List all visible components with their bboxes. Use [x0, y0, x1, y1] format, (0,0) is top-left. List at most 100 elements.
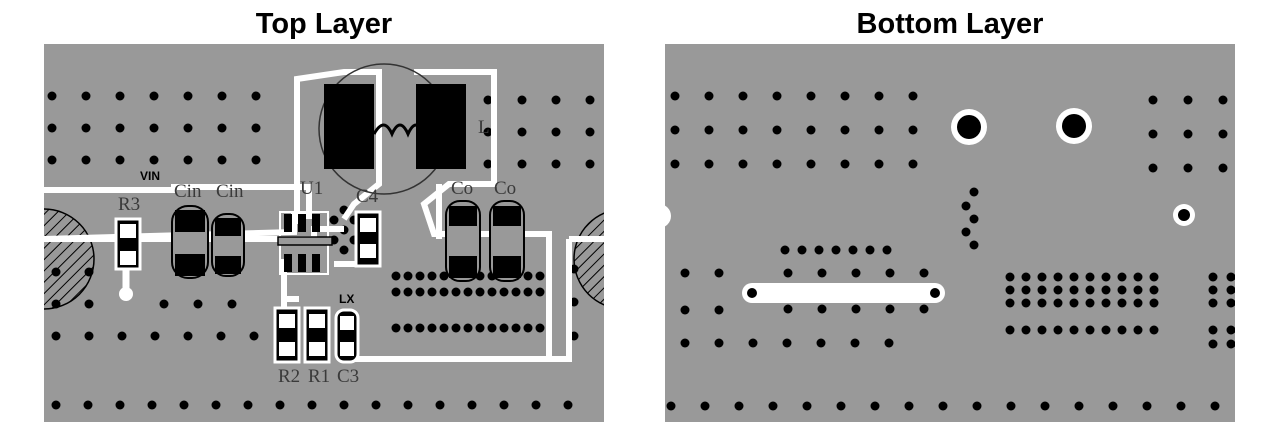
via	[1226, 298, 1235, 308]
via	[84, 331, 94, 341]
via	[585, 159, 595, 169]
via	[680, 268, 690, 278]
via	[1108, 401, 1118, 411]
via	[851, 304, 861, 314]
via	[216, 331, 226, 341]
via	[1053, 272, 1063, 282]
label-lx: LX	[339, 292, 354, 306]
via	[47, 91, 57, 101]
via	[1101, 272, 1111, 282]
via	[499, 323, 509, 333]
via	[1226, 272, 1235, 282]
via	[403, 400, 413, 410]
via	[117, 331, 127, 341]
via	[217, 123, 227, 133]
via	[149, 91, 159, 101]
via	[885, 304, 895, 314]
co2-pad-top	[493, 206, 521, 226]
via	[415, 323, 425, 333]
via	[499, 287, 509, 297]
r1-pad-top	[309, 314, 325, 328]
via	[969, 187, 979, 197]
via	[475, 287, 485, 297]
via	[115, 400, 125, 410]
via	[1069, 325, 1079, 335]
label-vin: VIN	[140, 169, 160, 183]
via	[439, 323, 449, 333]
via	[782, 338, 792, 348]
r3-pad-bottom	[120, 251, 136, 265]
via	[47, 155, 57, 165]
via	[339, 400, 349, 410]
via	[483, 95, 493, 105]
via	[585, 127, 595, 137]
via	[670, 91, 680, 101]
via	[1085, 285, 1095, 295]
via	[836, 401, 846, 411]
via	[463, 287, 473, 297]
via	[814, 245, 824, 255]
via	[884, 338, 894, 348]
label-r1: R1	[308, 366, 330, 387]
vout-trace-right-down	[549, 239, 572, 362]
via	[517, 127, 527, 137]
via	[51, 267, 61, 277]
via	[1183, 163, 1193, 173]
label-co-2: Co	[494, 178, 516, 199]
via	[1149, 325, 1159, 335]
via	[772, 125, 782, 135]
via	[251, 123, 261, 133]
via	[84, 299, 94, 309]
via	[874, 159, 884, 169]
u1-body	[277, 236, 333, 246]
via	[831, 245, 841, 255]
via	[391, 323, 401, 333]
via	[1040, 401, 1050, 411]
via	[523, 323, 533, 333]
via	[1210, 401, 1220, 411]
label-c3: C3	[337, 366, 359, 387]
via	[217, 91, 227, 101]
through-hole-1-drill	[957, 115, 981, 139]
via	[487, 323, 497, 333]
r3-pad-top	[120, 224, 136, 238]
via	[802, 401, 812, 411]
via	[251, 91, 261, 101]
r2-pad-bottom	[279, 342, 295, 356]
via	[415, 271, 425, 281]
cin2-pad-bottom	[215, 256, 241, 274]
via	[403, 323, 413, 333]
via	[704, 159, 714, 169]
through-hole-3-drill	[1178, 209, 1190, 221]
via	[1021, 272, 1031, 282]
via	[535, 323, 545, 333]
via	[734, 401, 744, 411]
via	[551, 159, 561, 169]
via	[840, 91, 850, 101]
r1-pad-bottom	[309, 342, 325, 356]
via	[1069, 285, 1079, 295]
via	[427, 323, 437, 333]
via	[179, 400, 189, 410]
via	[865, 245, 875, 255]
co2-pad-bottom	[493, 256, 521, 278]
via	[47, 123, 57, 133]
via	[435, 400, 445, 410]
via	[1208, 285, 1218, 295]
via	[704, 125, 714, 135]
via	[1133, 298, 1143, 308]
label-l: L	[478, 117, 490, 138]
via	[1021, 285, 1031, 295]
via	[487, 287, 497, 297]
mounting-hole-left	[44, 208, 95, 310]
inductor-coil-symbol	[372, 123, 426, 138]
via	[806, 125, 816, 135]
vin-trace	[44, 184, 312, 242]
label-cin-2: Cin	[216, 181, 244, 202]
co1-pad-top	[449, 206, 477, 226]
via	[585, 95, 595, 105]
via	[919, 268, 929, 278]
u1-pin-3	[312, 214, 320, 232]
via	[1005, 325, 1015, 335]
cin1-pad-bottom	[175, 254, 205, 276]
